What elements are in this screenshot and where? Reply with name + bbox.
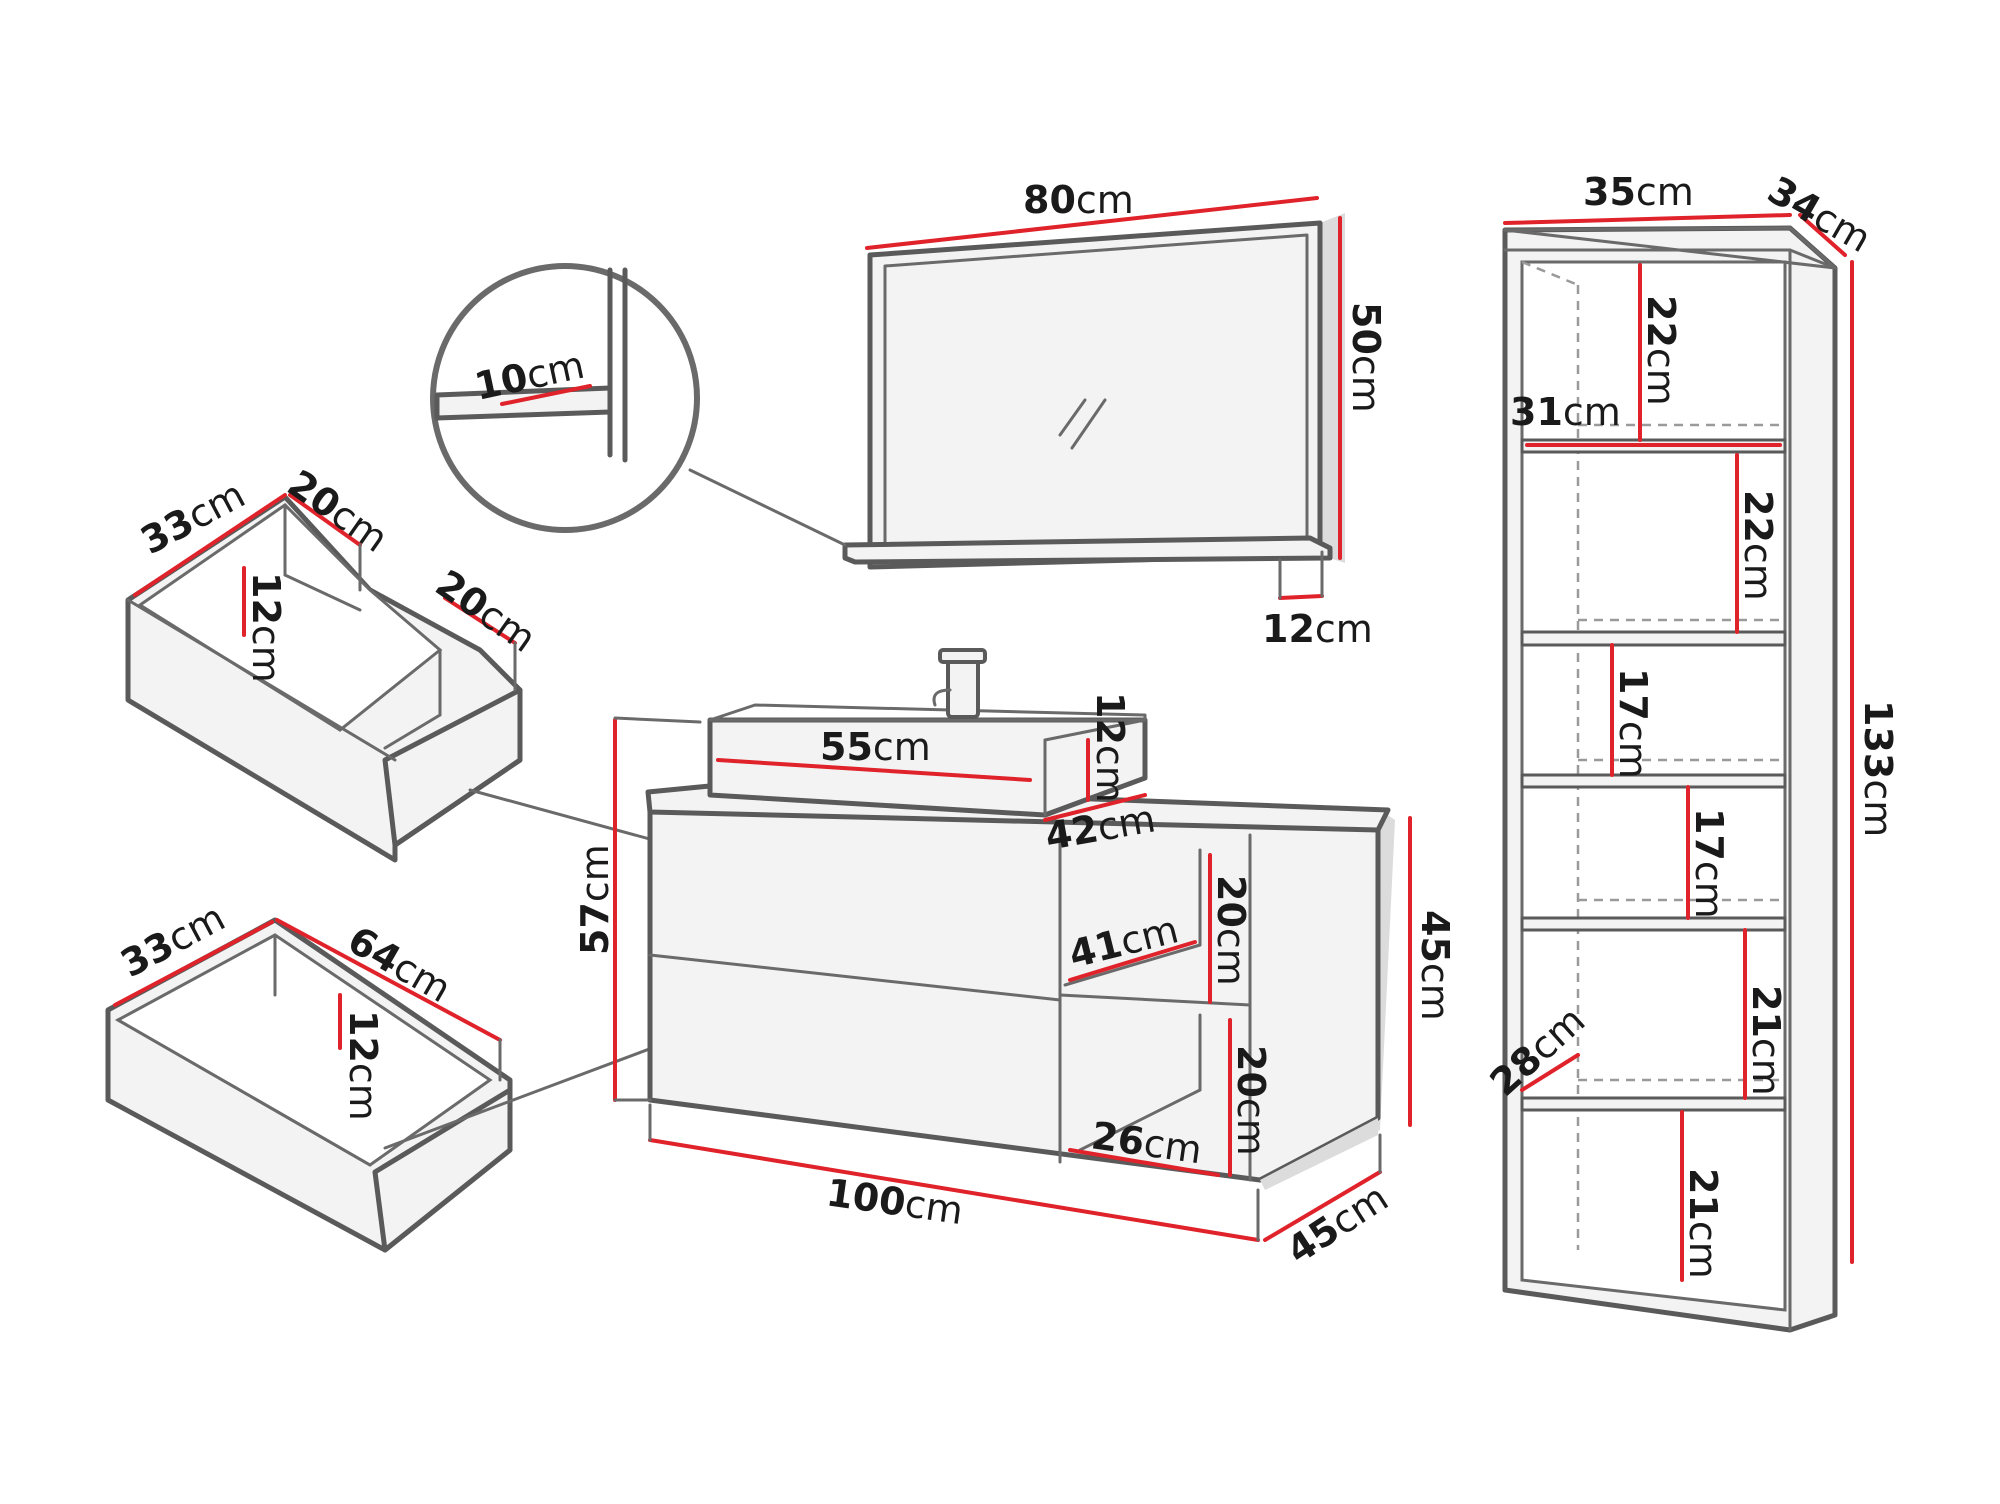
- drawer-stepped: [125, 494, 523, 863]
- dim-line-sink-width: [716, 758, 1032, 782]
- label-cabinet-width: 100cm: [824, 1170, 966, 1233]
- dim-line-sink-depth: [1043, 793, 1147, 822]
- label-mirror-shelf: 12cm: [1262, 607, 1373, 651]
- label-drawer1-height: 12cm: [244, 572, 288, 683]
- dim-line-drawer2-width: [113, 920, 274, 1007]
- label-tall-shelf-3: 17cm: [1611, 668, 1655, 779]
- label-tall-inner-width: 31cm: [1510, 390, 1621, 434]
- label-tall-height: 133cm: [1856, 700, 1900, 837]
- label-shelf-height-top: 20cm: [1209, 875, 1253, 986]
- faucet-icon: [932, 648, 987, 719]
- label-tall-shelf-1: 22cm: [1639, 295, 1683, 406]
- label-mirror-detail-shelf: 10cm: [471, 343, 589, 409]
- dim-line-drawer2-depth: [275, 918, 502, 1042]
- dim-line-cabinet-width: [648, 1138, 1260, 1242]
- dim-line-tall-depth: [1798, 213, 1847, 257]
- mirror: [842, 213, 1345, 570]
- dim-line-drawer1-width: [133, 493, 287, 597]
- dim-line-cabinet-depth: [1263, 1170, 1382, 1242]
- vanity-cabinet: [645, 782, 1395, 1190]
- dim-line-drawer1-depth: [288, 493, 362, 547]
- dim-line-mirror-width: [865, 196, 1319, 250]
- sink-basin: [707, 648, 1148, 818]
- drawer-deep: [105, 917, 513, 1253]
- dim-line-tall-inner-depth: [1520, 1053, 1580, 1092]
- label-cabinet-side-height: 45cm: [1413, 910, 1457, 1021]
- dim-line-shelf-depth: [1068, 940, 1197, 982]
- label-sink-depth: 42cm: [1042, 796, 1159, 859]
- label-tall-shelf-6: 21cm: [1681, 1168, 1725, 1279]
- label-sink-height: 12cm: [1088, 692, 1132, 803]
- dim-line-drawer1-side: [443, 596, 517, 645]
- label-mirror-height: 50cm: [1344, 302, 1388, 413]
- label-tall-shelf-4: 17cm: [1687, 808, 1731, 919]
- label-drawer2-height: 12cm: [341, 1010, 385, 1121]
- tall-cabinet: [1502, 225, 1838, 1333]
- dim-line-tall-width: [1503, 213, 1792, 225]
- label-shelf-depth-bottom: 26cm: [1089, 1113, 1205, 1172]
- dim-line-shelf-depth-bottom: [1068, 1148, 1220, 1177]
- label-cabinet-height: 57cm: [573, 844, 617, 955]
- mirror-detail-callout: [430, 263, 847, 547]
- label-tall-shelf-2: 22cm: [1736, 490, 1780, 601]
- label-sink-width: 55cm: [820, 725, 931, 769]
- label-cabinet-depth: 45cm: [1279, 1175, 1396, 1272]
- label-shelf-height-bottom: 20cm: [1229, 1045, 1273, 1156]
- label-tall-width: 35cm: [1583, 170, 1694, 214]
- label-mirror-width: 80cm: [1023, 178, 1134, 222]
- label-tall-shelf-5: 21cm: [1744, 985, 1788, 1096]
- dim-line-mirror-shelf: [1278, 594, 1324, 600]
